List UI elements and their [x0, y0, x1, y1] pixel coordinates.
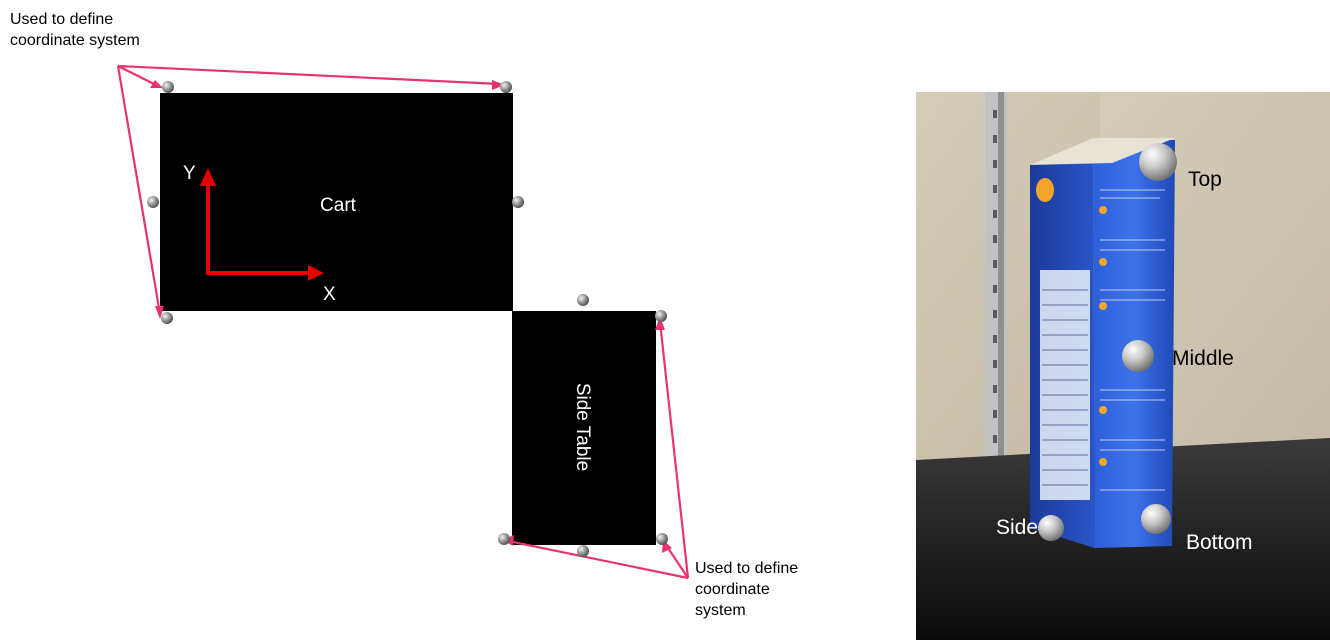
marker-ball: [500, 81, 512, 93]
marker-ball: [577, 545, 589, 557]
cart-label: Cart: [320, 195, 357, 216]
marker-side-ball: [1038, 515, 1064, 541]
bottom-right-annotation: Used to define coordinate system: [695, 558, 798, 621]
x-axis-label: X: [323, 284, 336, 305]
marker-ball: [512, 196, 524, 208]
top-left-annotation: Used to define coordinate system: [10, 9, 140, 51]
marker-ball: [162, 81, 174, 93]
label-side: Side: [996, 516, 1038, 540]
box-logo: [1036, 178, 1054, 202]
marker-ball: [498, 533, 510, 545]
label-top: Top: [1188, 168, 1222, 192]
side-table-label: Side Table: [572, 383, 593, 471]
marker-ball: [147, 196, 159, 208]
marker-middle-ball: [1122, 340, 1154, 372]
marker-ball: [577, 294, 589, 306]
marker-ball: [656, 533, 668, 545]
label-bottom: Bottom: [1186, 531, 1253, 555]
photo-panel: [916, 92, 1330, 640]
marker-ball: [161, 312, 173, 324]
nutrition-panel: [1040, 270, 1090, 500]
y-axis-label: Y: [183, 163, 196, 184]
label-middle: Middle: [1172, 347, 1234, 371]
marker-top-ball: [1139, 143, 1177, 181]
marker-bottom-ball: [1141, 504, 1171, 534]
marker-ball: [655, 310, 667, 322]
